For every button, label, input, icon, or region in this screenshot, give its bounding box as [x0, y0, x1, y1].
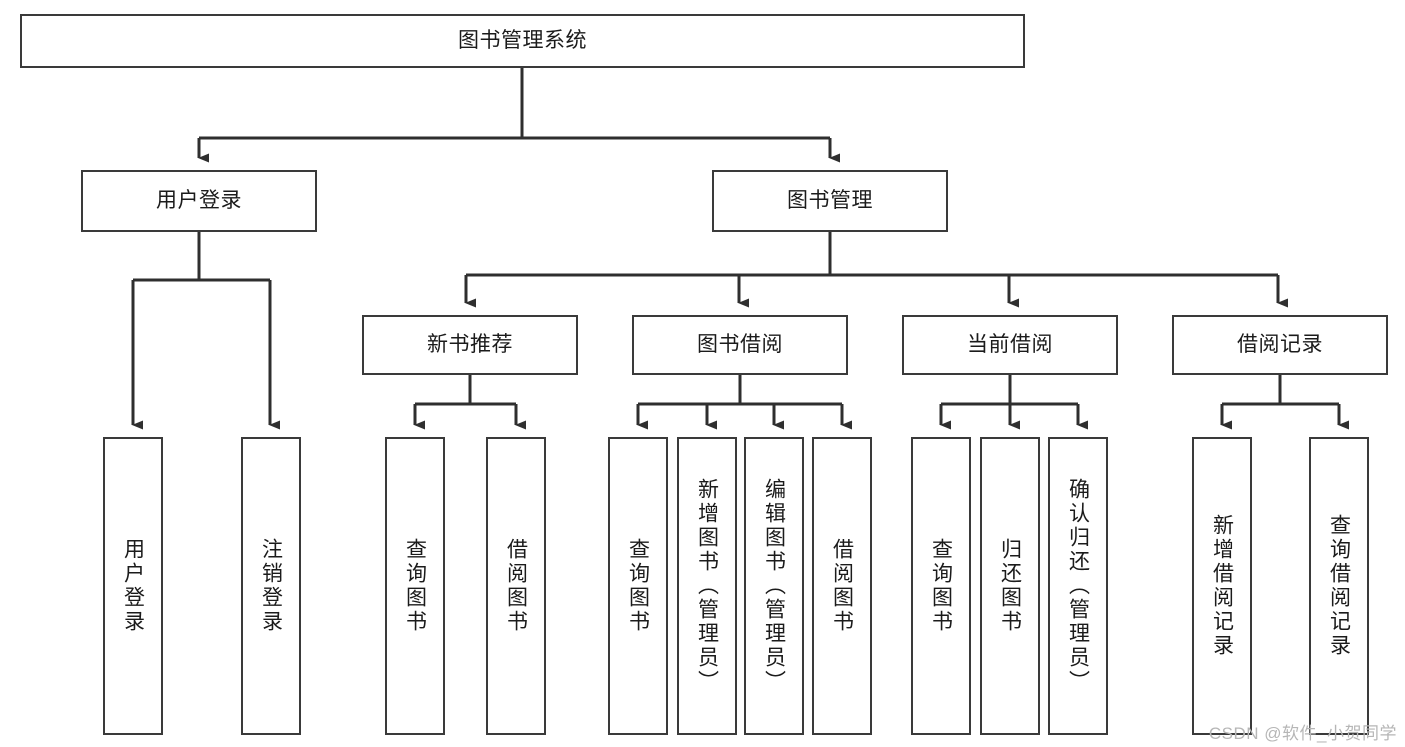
leaf-borrow-book-recommend[interactable]: 借阅图书 — [486, 437, 546, 735]
node-label: 当前借阅 — [967, 332, 1053, 356]
node-label: 新增图书（管理员） — [695, 478, 719, 694]
node-label: 归还图书 — [998, 538, 1022, 634]
leaf-user-login[interactable]: 用户登录 — [103, 437, 163, 735]
leaf-query-book-recommend[interactable]: 查询图书 — [385, 437, 445, 735]
node-label: 注销登录 — [259, 538, 283, 634]
node-label: 确认归还（管理员） — [1066, 478, 1090, 694]
node-label: 图书管理 — [787, 188, 873, 212]
node-label: 用户登录 — [121, 538, 145, 634]
node-label: 借阅图书 — [504, 538, 528, 634]
leaf-query-book-current[interactable]: 查询图书 — [911, 437, 971, 735]
node-label: 借阅图书 — [830, 538, 854, 634]
node-label: 图书借阅 — [697, 332, 783, 356]
node-label: 新书推荐 — [427, 332, 513, 356]
leaf-logout-login[interactable]: 注销登录 — [241, 437, 301, 735]
node-label: 查询图书 — [403, 538, 427, 634]
leaf-confirm-return-admin[interactable]: 确认归还（管理员） — [1048, 437, 1108, 735]
node-book-management[interactable]: 图书管理 — [712, 170, 948, 232]
leaf-query-book-borrow[interactable]: 查询图书 — [608, 437, 668, 735]
leaf-borrow-book[interactable]: 借阅图书 — [812, 437, 872, 735]
leaf-return-book[interactable]: 归还图书 — [980, 437, 1040, 735]
node-borrow-record[interactable]: 借阅记录 — [1172, 315, 1388, 375]
node-new-book-recommend[interactable]: 新书推荐 — [362, 315, 578, 375]
node-current-borrow[interactable]: 当前借阅 — [902, 315, 1118, 375]
node-label: 查询借阅记录 — [1327, 514, 1351, 658]
node-label: 用户登录 — [156, 188, 242, 212]
node-label: 查询图书 — [626, 538, 650, 634]
watermark-text: CSDN @软件_小贺同学 — [1208, 724, 1397, 743]
node-user-login[interactable]: 用户登录 — [81, 170, 317, 232]
leaf-query-borrow-record[interactable]: 查询借阅记录 — [1309, 437, 1369, 735]
node-book-borrow[interactable]: 图书借阅 — [632, 315, 848, 375]
leaf-add-book-admin[interactable]: 新增图书（管理员） — [677, 437, 737, 735]
node-root-system[interactable]: 图书管理系统 — [20, 14, 1025, 68]
leaf-edit-book-admin[interactable]: 编辑图书（管理员） — [744, 437, 804, 735]
leaf-add-borrow-record[interactable]: 新增借阅记录 — [1192, 437, 1252, 735]
node-label: 新增借阅记录 — [1210, 514, 1234, 658]
node-label: 借阅记录 — [1237, 332, 1323, 356]
node-label: 图书管理系统 — [458, 28, 587, 52]
node-label: 查询图书 — [929, 538, 953, 634]
node-label: 编辑图书（管理员） — [762, 478, 786, 694]
